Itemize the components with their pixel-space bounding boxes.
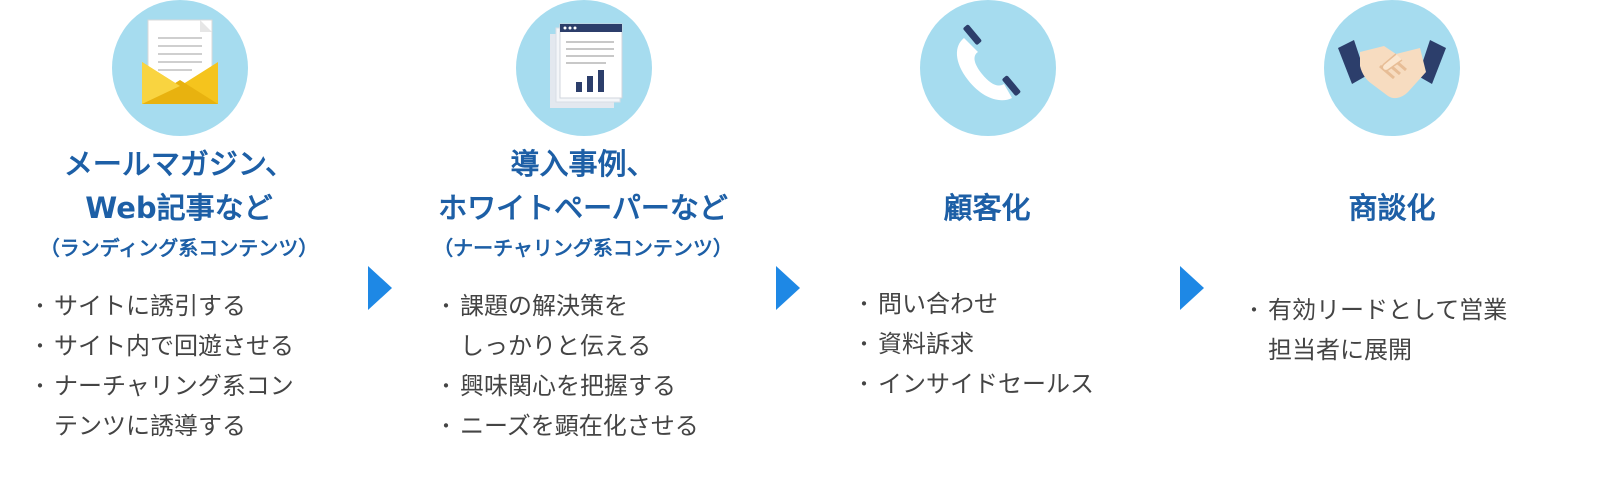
icon-circle xyxy=(516,0,652,136)
list-item: インサイドセールス xyxy=(854,364,1170,404)
step-subtitle: （ランディング系コンテンツ） xyxy=(39,236,319,260)
step-item-list: 問い合わせ 資料訴求 インサイドセールス xyxy=(854,284,1170,404)
step-title: 商談化 xyxy=(1212,186,1572,230)
list-item: サイトに誘引する xyxy=(30,286,366,326)
step-title: メールマガジン、 Web記事など xyxy=(0,142,358,230)
step-mail-magazine: メールマガジン、 Web記事など （ランディング系コンテンツ） サイトに誘引する… xyxy=(0,0,370,480)
title-line: 導入事例、 xyxy=(510,147,656,181)
arrow-right-icon xyxy=(776,266,800,310)
list-item-line: 資料訴求 xyxy=(878,330,974,358)
arrow-right-icon xyxy=(368,266,392,310)
list-item: 問い合わせ xyxy=(854,284,1170,324)
list-item-line: ナーチャリング系コン xyxy=(54,372,294,400)
step-title: 顧客化 xyxy=(808,186,1166,230)
list-item-line: サイト内で回遊させる xyxy=(54,332,294,360)
step-customer: 顧客化 問い合わせ 資料訴求 インサイドセールス xyxy=(808,0,1178,480)
handshake-icon xyxy=(1338,40,1446,99)
list-item-line: ニーズを顕在化させる xyxy=(460,412,699,440)
report-chart-icon xyxy=(550,23,623,108)
list-item-line: サイトに誘引する xyxy=(54,292,246,320)
list-item-line: 問い合わせ xyxy=(878,290,998,318)
list-item-line: しっかりと伝える xyxy=(460,332,652,360)
icon-circle xyxy=(920,0,1056,136)
icon-circle xyxy=(1324,0,1460,136)
list-item-line: インサイドセールス xyxy=(878,370,1094,398)
step-subtitle: （ナーチャリング系コンテンツ） xyxy=(433,236,733,260)
list-item: 興味関心を把握する xyxy=(436,366,772,406)
list-item-line: 課題の解決策を xyxy=(460,292,628,320)
list-item-line: テンツに誘導する xyxy=(54,412,246,440)
arrow-right-icon xyxy=(1180,266,1204,310)
step-case-study: 導入事例、 ホワイトペーパーなど （ナーチャリング系コンテンツ） 課題の解決策を… xyxy=(404,0,774,480)
step-title: 導入事例、 ホワイトペーパーなど xyxy=(404,142,762,230)
list-item: ニーズを顕在化させる xyxy=(436,406,772,446)
title-line: Web記事など xyxy=(85,191,273,225)
list-item: 資料訴求 xyxy=(854,324,1170,364)
phone-icon xyxy=(956,24,1021,101)
title-line: 顧客化 xyxy=(943,191,1031,225)
list-item: サイト内で回遊させる xyxy=(30,326,366,366)
title-line: ホワイトペーパーなど xyxy=(438,191,728,225)
icon-circle xyxy=(112,0,248,136)
list-item-line: 担当者に展開 xyxy=(1268,336,1412,364)
list-item-line: 有効リードとして営業 xyxy=(1268,296,1508,324)
list-item-line: 興味関心を把握する xyxy=(460,372,676,400)
envelope-document-icon xyxy=(142,19,218,104)
title-line: メールマガジン、 xyxy=(63,147,295,181)
title-line: 商談化 xyxy=(1348,191,1436,225)
